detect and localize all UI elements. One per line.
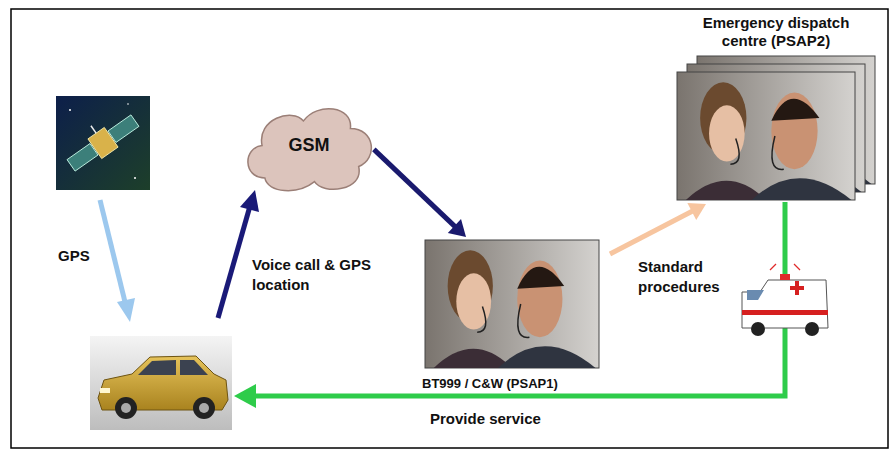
person-shoulder [498,346,595,368]
ambulance-stripe [742,310,828,315]
wheel [805,322,819,336]
satellite-picture [56,96,150,190]
person-shoulder [686,181,766,200]
wheel [751,322,765,336]
centre-name: BT999 / C&W (PSAP1) [422,376,606,392]
headlight [100,388,110,393]
ambulance-cross [795,281,799,295]
star [127,103,129,105]
siren-ray [794,264,800,270]
frame [11,9,888,448]
ambulance-body [742,280,828,328]
siren-ray [770,264,776,270]
satellite-ground [56,96,150,190]
satellite-core [88,127,118,158]
star [134,177,136,179]
antenna [91,126,96,133]
flow-arrow-line [374,149,456,227]
flow-arrow [374,149,466,237]
voice-call-arrow-head [240,190,259,212]
flow-arrow [610,203,706,254]
car-window [138,360,176,375]
person-hair [771,99,819,121]
call-centre: BT999 / C&W (PSAP1) [422,238,606,398]
voice-call-arrow-line [218,206,250,318]
flow-label: Voice call & GPS location [252,255,382,294]
operator-photo [677,72,855,200]
star [69,109,71,111]
ambulance-picture [742,264,828,336]
ambulance-light [780,274,790,280]
person-shoulder [434,349,512,368]
centre-name: Emergency dispatch centre (PSAP2) [676,14,876,50]
edge-label: Standard procedures [638,257,733,296]
network-name: GSM [240,135,378,157]
satellite-body [59,103,142,175]
person-shoulder [752,178,852,200]
ambulance-window [747,290,764,300]
flow-arrow-line [610,210,694,254]
person-hair [517,267,564,289]
network-cloud: GSM [240,100,378,195]
service-arrow-head [234,384,256,408]
car-picture [90,336,232,430]
wheel-hub [121,403,131,413]
flow-label: Provide service [430,409,580,429]
node-shape [422,238,606,398]
service-arrow [234,202,785,408]
headset-mic [772,136,784,169]
gps-arrow-line [100,200,126,306]
operator-photo [425,240,599,368]
car-window [180,360,208,375]
wheel [193,397,215,419]
solar-panel [67,144,98,172]
wheel-hub [199,403,209,413]
photo-ground [425,240,599,368]
solar-panel [108,115,139,143]
photo-ground [677,72,855,200]
car-ground [90,336,232,430]
flow-arrow-head [687,203,706,220]
call-centre: Emergency dispatch centre (PSAP2) [676,14,876,202]
gps-arrow-head [117,298,135,322]
service-arrow-line [252,202,785,396]
voice-call-arrow [218,190,259,318]
wheel [115,397,137,419]
flow-label: GPS [58,246,118,266]
gps-arrow [100,200,135,322]
headset-mic [730,139,739,165]
headset-mic [518,304,530,337]
headset-mic [477,307,486,333]
flow-arrow-head [448,219,466,237]
